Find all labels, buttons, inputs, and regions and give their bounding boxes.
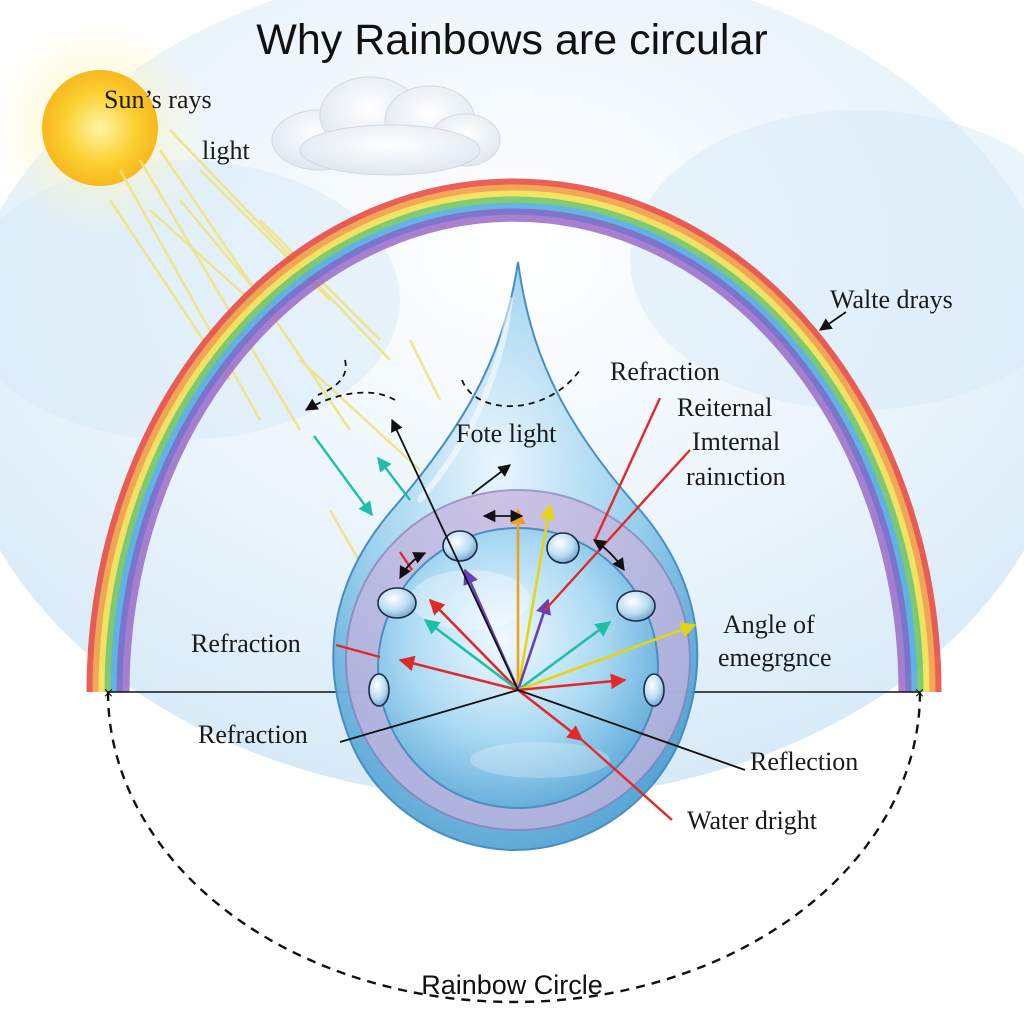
label-emergence: emegrgnce <box>718 643 832 672</box>
sun-icon <box>0 18 210 238</box>
rainbow-band <box>110 202 918 693</box>
label-angle-of: Angle of <box>723 610 815 639</box>
cloud-icon <box>271 76 501 176</box>
rainbow-band <box>122 214 906 693</box>
label-reflection: Reflection <box>750 747 859 776</box>
label-suns-rays: Sun’s rays <box>104 85 212 114</box>
label-rainbow-circle: Rainbow Circle <box>421 970 603 1000</box>
rainbow-band <box>116 208 912 693</box>
rainbow-band <box>86 178 942 693</box>
label-refraction-left: Refraction <box>191 629 301 658</box>
rim-bubbles <box>368 530 665 707</box>
rainbow-band <box>92 184 936 693</box>
external-rays <box>313 397 691 821</box>
label-fote-light: Fote light <box>456 419 557 448</box>
internal-rays <box>398 503 697 742</box>
label-walte-drays: Walte drays <box>830 285 953 314</box>
rainbow-circle-dashed <box>106 691 922 1004</box>
page-title: Why Rainbows are circular <box>256 16 768 64</box>
label-reiternal: Reiternal <box>677 393 773 422</box>
label-refraction-top: Refraction <box>610 357 720 386</box>
label-refraction-lower: Refraction <box>198 720 308 749</box>
label-water-dright: Water dright <box>687 806 818 835</box>
label-light: light <box>202 136 250 165</box>
label-internal: Imternal <box>692 427 781 456</box>
label-rainiction: rainıction <box>686 462 786 491</box>
rainbow-band <box>98 190 930 693</box>
rainbow-band <box>104 196 924 693</box>
rainbow-arc <box>86 178 942 693</box>
annotation-arrows <box>304 311 847 771</box>
